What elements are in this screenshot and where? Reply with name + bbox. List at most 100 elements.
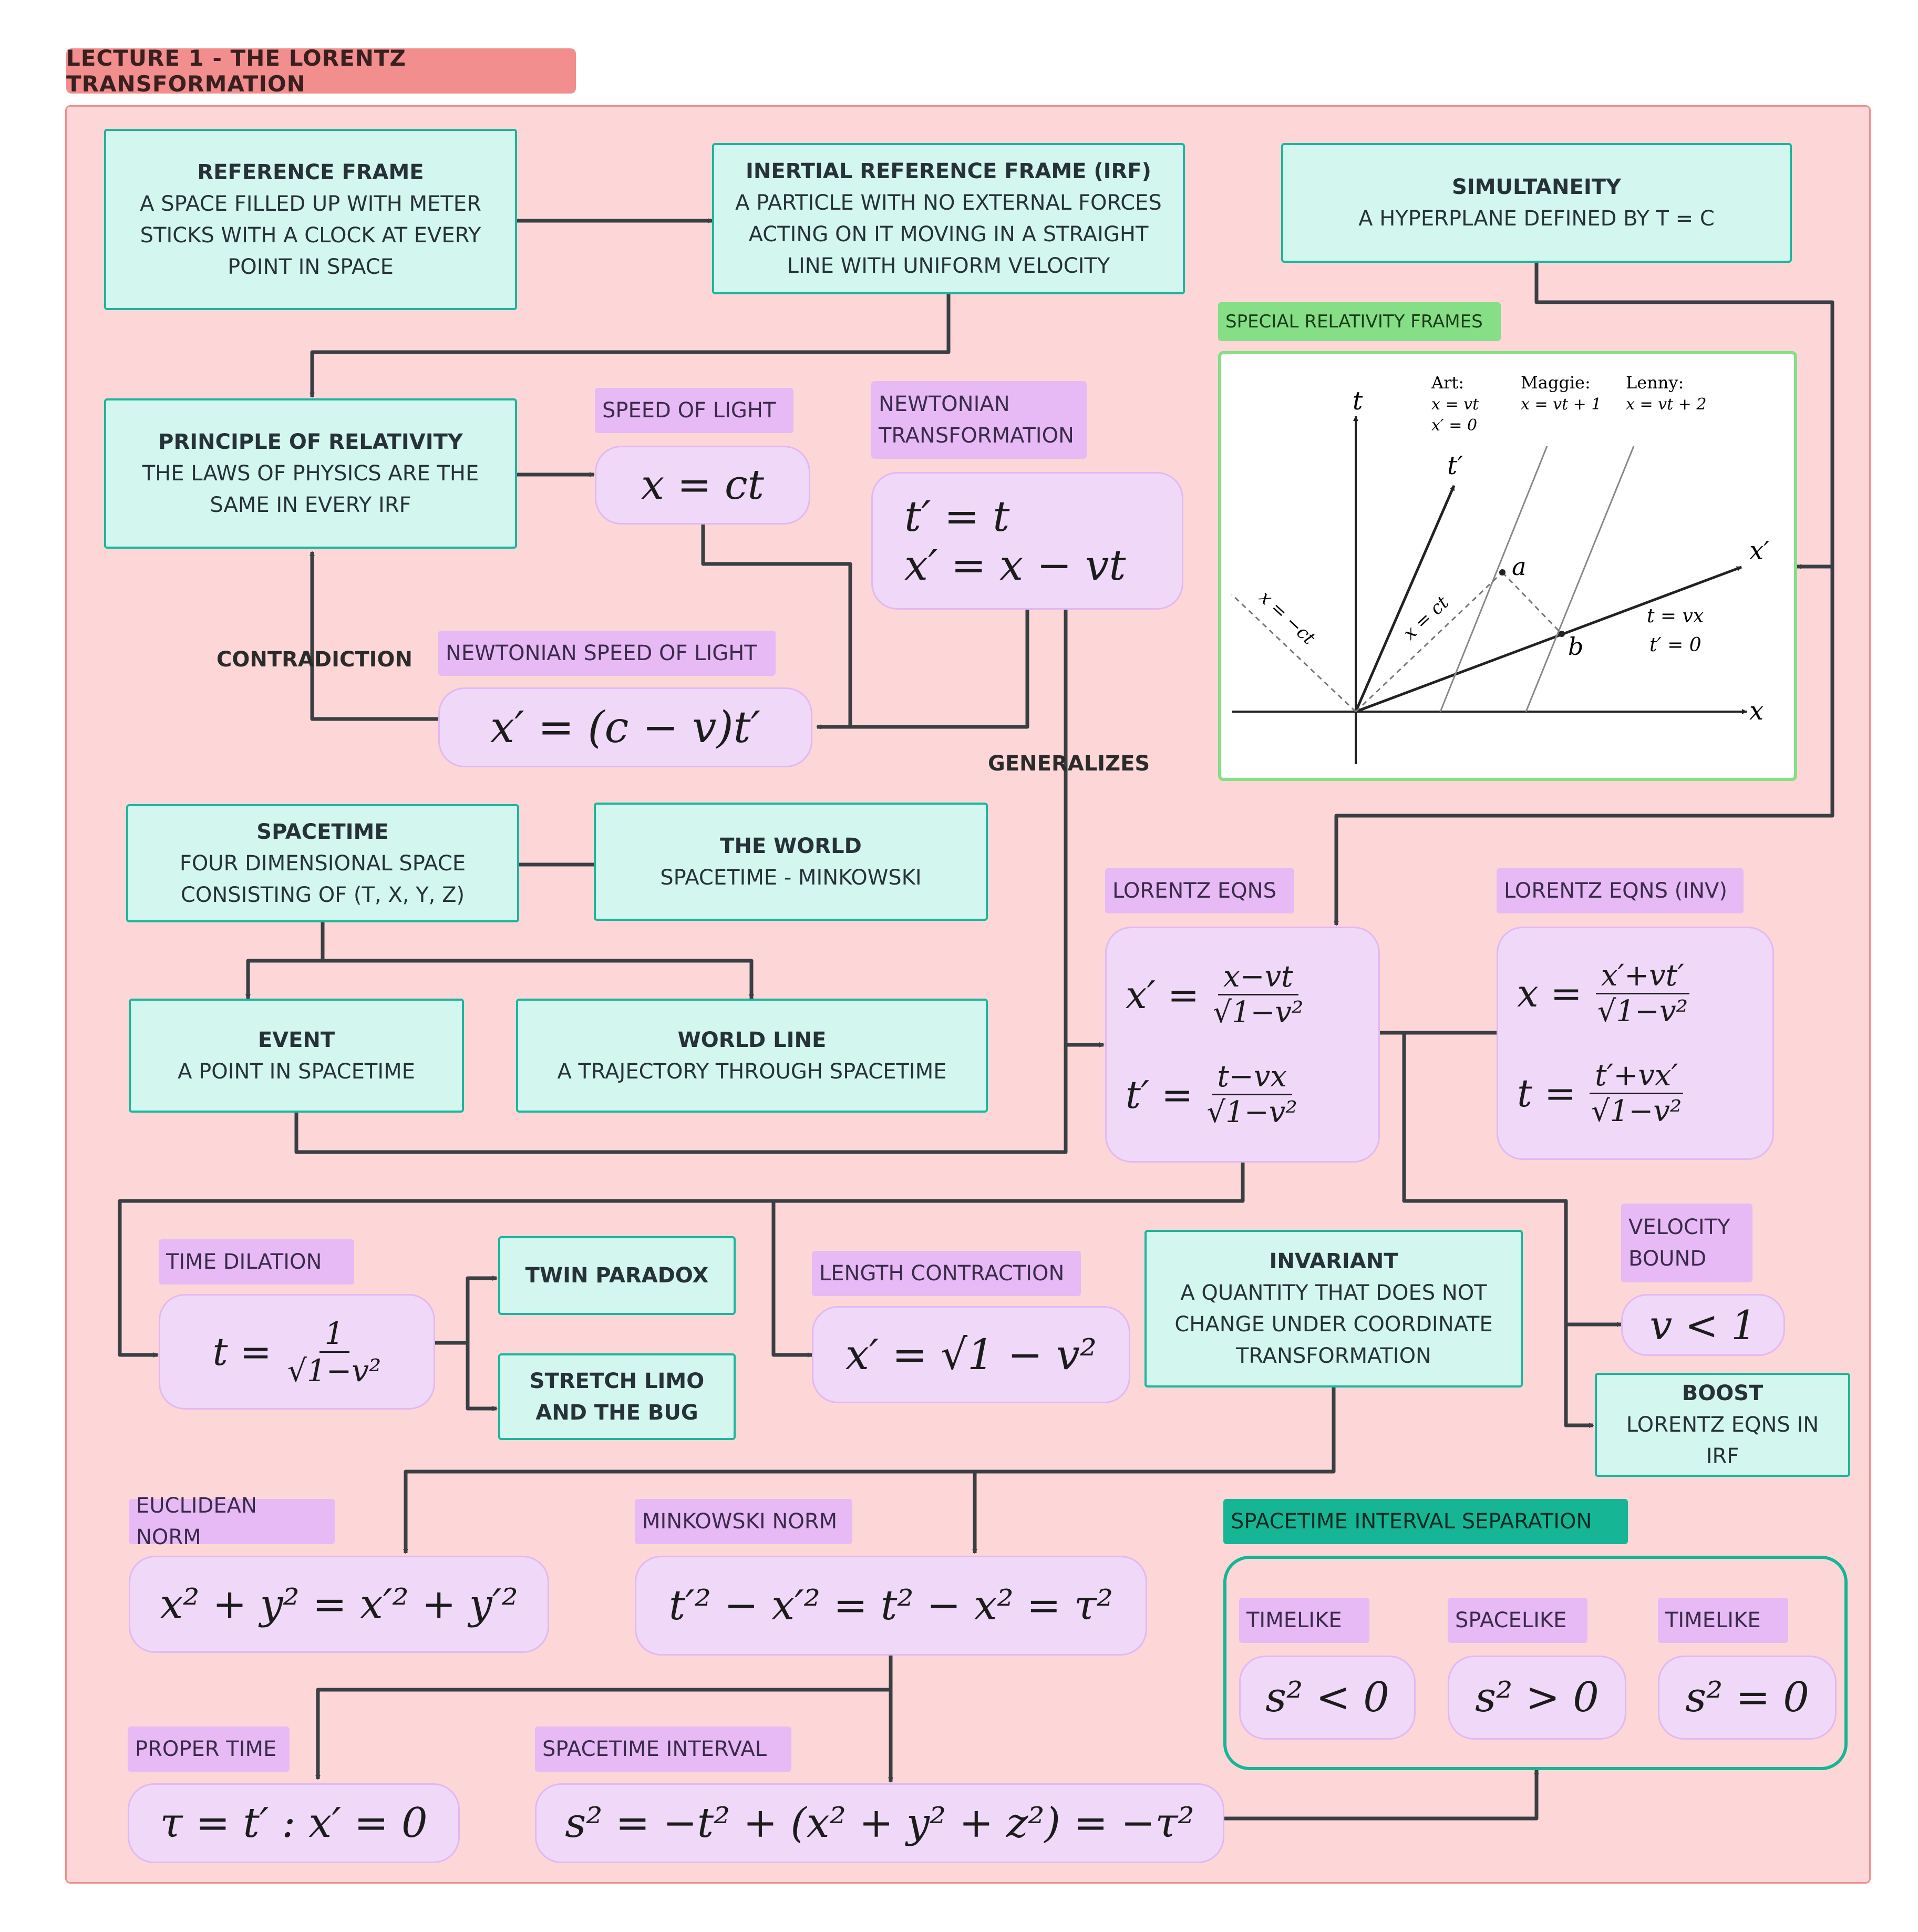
edge-contradiction: [310, 551, 438, 721]
generalizes-label: GENERALIZES: [988, 752, 1150, 776]
s-lt-text: s² < 0: [1265, 1674, 1389, 1721]
lorentz-x-denominator: √1−v²: [1213, 995, 1304, 1030]
vbound-text: v < 1: [1649, 1301, 1757, 1349]
simultaneity-node[interactable]: SIMULTANEITY A HYPERPLANE DEFINED BY T =…: [1281, 143, 1792, 263]
world-text: SPACETIME - MINKOWSKI: [660, 865, 922, 890]
invariant-text: A QUANTITY THAT DOES NOT CHANGE UNDER CO…: [1174, 1281, 1493, 1368]
frames-label: SPECIAL RELATIVITY FRAMES: [1218, 302, 1501, 341]
edge-lorentz-timedilation: [118, 1163, 1245, 1358]
point-b-label: b: [1568, 632, 1583, 661]
s-greater-zero-equation: s² > 0: [1448, 1656, 1626, 1740]
lorentz-x-eq: x′ = x−vt√1−v²: [1126, 945, 1304, 1045]
euclidean-norm-equation: x² + y² = x′² + y′²: [129, 1556, 549, 1653]
inv-x-lhs: x =: [1517, 971, 1582, 1015]
newton-speed-text: x′ = (c − v)t′: [490, 702, 761, 753]
interval-separation-group: [1223, 1556, 1848, 1770]
edge-lorentz-length: [771, 1201, 813, 1358]
point-a: [1499, 569, 1505, 576]
td-numerator: 1: [319, 1316, 349, 1353]
edge-frames-lorentz: [1334, 567, 1834, 926]
art-label: Art:: [1431, 373, 1464, 393]
edge-irf-principle: [310, 294, 951, 398]
world-line-heading: WORLD LINE: [677, 1027, 827, 1052]
art-eq2: x′ = 0: [1431, 416, 1477, 435]
euclidean-norm-label: EUCLIDEAN NORM: [129, 1494, 335, 1549]
tp-axis: [1354, 485, 1456, 712]
s-gt-text: s² > 0: [1475, 1674, 1599, 1721]
irf-node[interactable]: INERTIAL REFERENCE FRAME (IRF) A PARTICL…: [712, 143, 1185, 294]
lorentz-t-fraction: t−vx√1−v²: [1207, 1060, 1297, 1129]
lorentz-x-fraction: x−vt√1−v²: [1213, 960, 1303, 1030]
minkowski-norm-label: MINKOWSKI NORM: [635, 1499, 852, 1544]
euclid-text: x² + y² = x′² + y′²: [160, 1580, 518, 1628]
maggie-eq: x = vt + 1: [1521, 395, 1601, 414]
lorentz-t-denominator: √1−v²: [1207, 1095, 1297, 1129]
irf-text: A PARTICLE WITH NO EXTERNAL FORCES ACTIN…: [735, 191, 1162, 278]
newton-t-eq: t′ = t: [904, 492, 1010, 541]
length-text: x′ = √1 − v²: [845, 1330, 1097, 1379]
lorentz-inverse-equations: x = x′+vt′√1−v² t = t′+vx′√1−v²: [1497, 927, 1774, 1160]
twin-paradox-node[interactable]: TWIN PARADOX: [498, 1236, 736, 1315]
principle-text: THE LAWS OF PHYSICS ARE THE SAME IN EVER…: [142, 461, 479, 517]
interval-text: s² = −t² + (x² + y² + z²) = −τ²: [565, 1800, 1194, 1847]
edge-generalizes: [1064, 610, 1105, 1047]
inv-t-numerator: t′+vx′: [1590, 1059, 1684, 1094]
mink-text: t′² − x′² = t² − x² = τ²: [668, 1582, 1113, 1629]
spacetime-interval-equation: s² = −t² + (x² + y² + z²) = −τ²: [535, 1783, 1224, 1863]
maggie-label: Maggie:: [1521, 373, 1591, 393]
time-dilation-label: TIME DILATION: [159, 1239, 354, 1284]
velocity-bound-label: VELOCITY BOUND: [1621, 1204, 1752, 1282]
invariant-node[interactable]: INVARIANT A QUANTITY THAT DOES NOT CHANG…: [1144, 1230, 1523, 1388]
point-b: [1559, 631, 1565, 637]
proper-text: τ = t′ : x′ = 0: [160, 1800, 428, 1847]
x-ct-equation: x = ct: [595, 446, 810, 525]
s-less-zero-equation: s² < 0: [1239, 1656, 1416, 1740]
edge-td-limo: [466, 1343, 498, 1411]
point-a-label: a: [1512, 552, 1526, 581]
stretch-limo-node[interactable]: STRETCH LIMO AND THE BUG: [498, 1353, 736, 1440]
twin-paradox-heading: TWIN PARADOX: [525, 1263, 709, 1288]
edge-invariant-euclid: [403, 1388, 1336, 1554]
principle-heading: PRINCIPLE OF RELATIVITY: [158, 430, 463, 454]
maggie-line: [1439, 446, 1548, 712]
event-node[interactable]: EVENT A POINT IN SPACETIME: [129, 999, 464, 1113]
edge-newtontrans-newtonspeed: [820, 610, 1029, 729]
spacelike-label: SPACELIKE: [1448, 1598, 1587, 1643]
art-eq1: x = vt: [1431, 395, 1479, 414]
xp-axis: [1355, 566, 1742, 713]
lenny-label: Lenny:: [1626, 373, 1684, 393]
inv-t-eq: t = t′+vx′√1−v²: [1517, 1043, 1684, 1143]
lorentz-label: LORENTZ EQNS: [1105, 868, 1294, 913]
length-contraction-label: LENGTH CONTRACTION: [812, 1251, 1081, 1296]
reference-frame-text: A SPACE FILLED UP WITH METER STICKS WITH…: [140, 191, 481, 279]
inv-x-fraction: x′+vt′√1−v²: [1595, 959, 1689, 1029]
inv-x-eq: x = x′+vt′√1−v²: [1517, 943, 1689, 1043]
principle-node[interactable]: PRINCIPLE OF RELATIVITY THE LAWS OF PHYS…: [104, 398, 517, 549]
reference-frame-node[interactable]: REFERENCE FRAME A SPACE FILLED UP WITH M…: [104, 129, 517, 310]
boost-text: LORENTZ EQNS IN IRF: [1626, 1413, 1819, 1468]
world-line-node[interactable]: WORLD LINE A TRAJECTORY THROUGH SPACETIM…: [516, 999, 988, 1113]
world-node[interactable]: THE WORLD SPACETIME - MINKOWSKI: [594, 803, 988, 921]
world-line-text: A TRAJECTORY THROUGH SPACETIME: [557, 1059, 947, 1084]
light-cone-neg: [1231, 593, 1357, 713]
edge-interval-separation: [1224, 1769, 1539, 1821]
boost-node[interactable]: BOOST LORENTZ EQNS IN IRF: [1595, 1373, 1850, 1477]
edge-simultaneity-frames: [1534, 263, 1834, 569]
lorentz-t-numerator: t−vx: [1212, 1060, 1292, 1095]
s-eq-text: s² = 0: [1685, 1674, 1809, 1721]
spacetime-node[interactable]: SPACETIME FOUR DIMENSIONAL SPACE CONSIST…: [126, 804, 519, 922]
xp-eq1-label: t = vx: [1647, 605, 1704, 627]
minkowski-norm-equation: t′² − x′² = t² − x² = τ²: [635, 1556, 1147, 1656]
timelike-label-1: TIMELIKE: [1239, 1598, 1369, 1643]
stretch-limo-heading: STRETCH LIMO AND THE BUG: [529, 1369, 705, 1425]
frames-plot: t t′ x x′ a b Art: x = vt x′ = 0 Maggie:…: [1231, 373, 1769, 764]
newton-x-eq: x′ = x − vt: [904, 541, 1126, 590]
inv-t-lhs: t =: [1517, 1071, 1576, 1115]
boost-heading: BOOST: [1682, 1381, 1764, 1405]
newtonian-transformation-label: NEWTONIAN TRANSFORMATION: [871, 381, 1087, 459]
spacetime-heading: SPACETIME: [256, 819, 389, 844]
irf-heading: INERTIAL REFERENCE FRAME (IRF): [746, 159, 1151, 183]
inv-t-fraction: t′+vx′√1−v²: [1590, 1059, 1684, 1128]
event-heading: EVENT: [257, 1027, 335, 1052]
